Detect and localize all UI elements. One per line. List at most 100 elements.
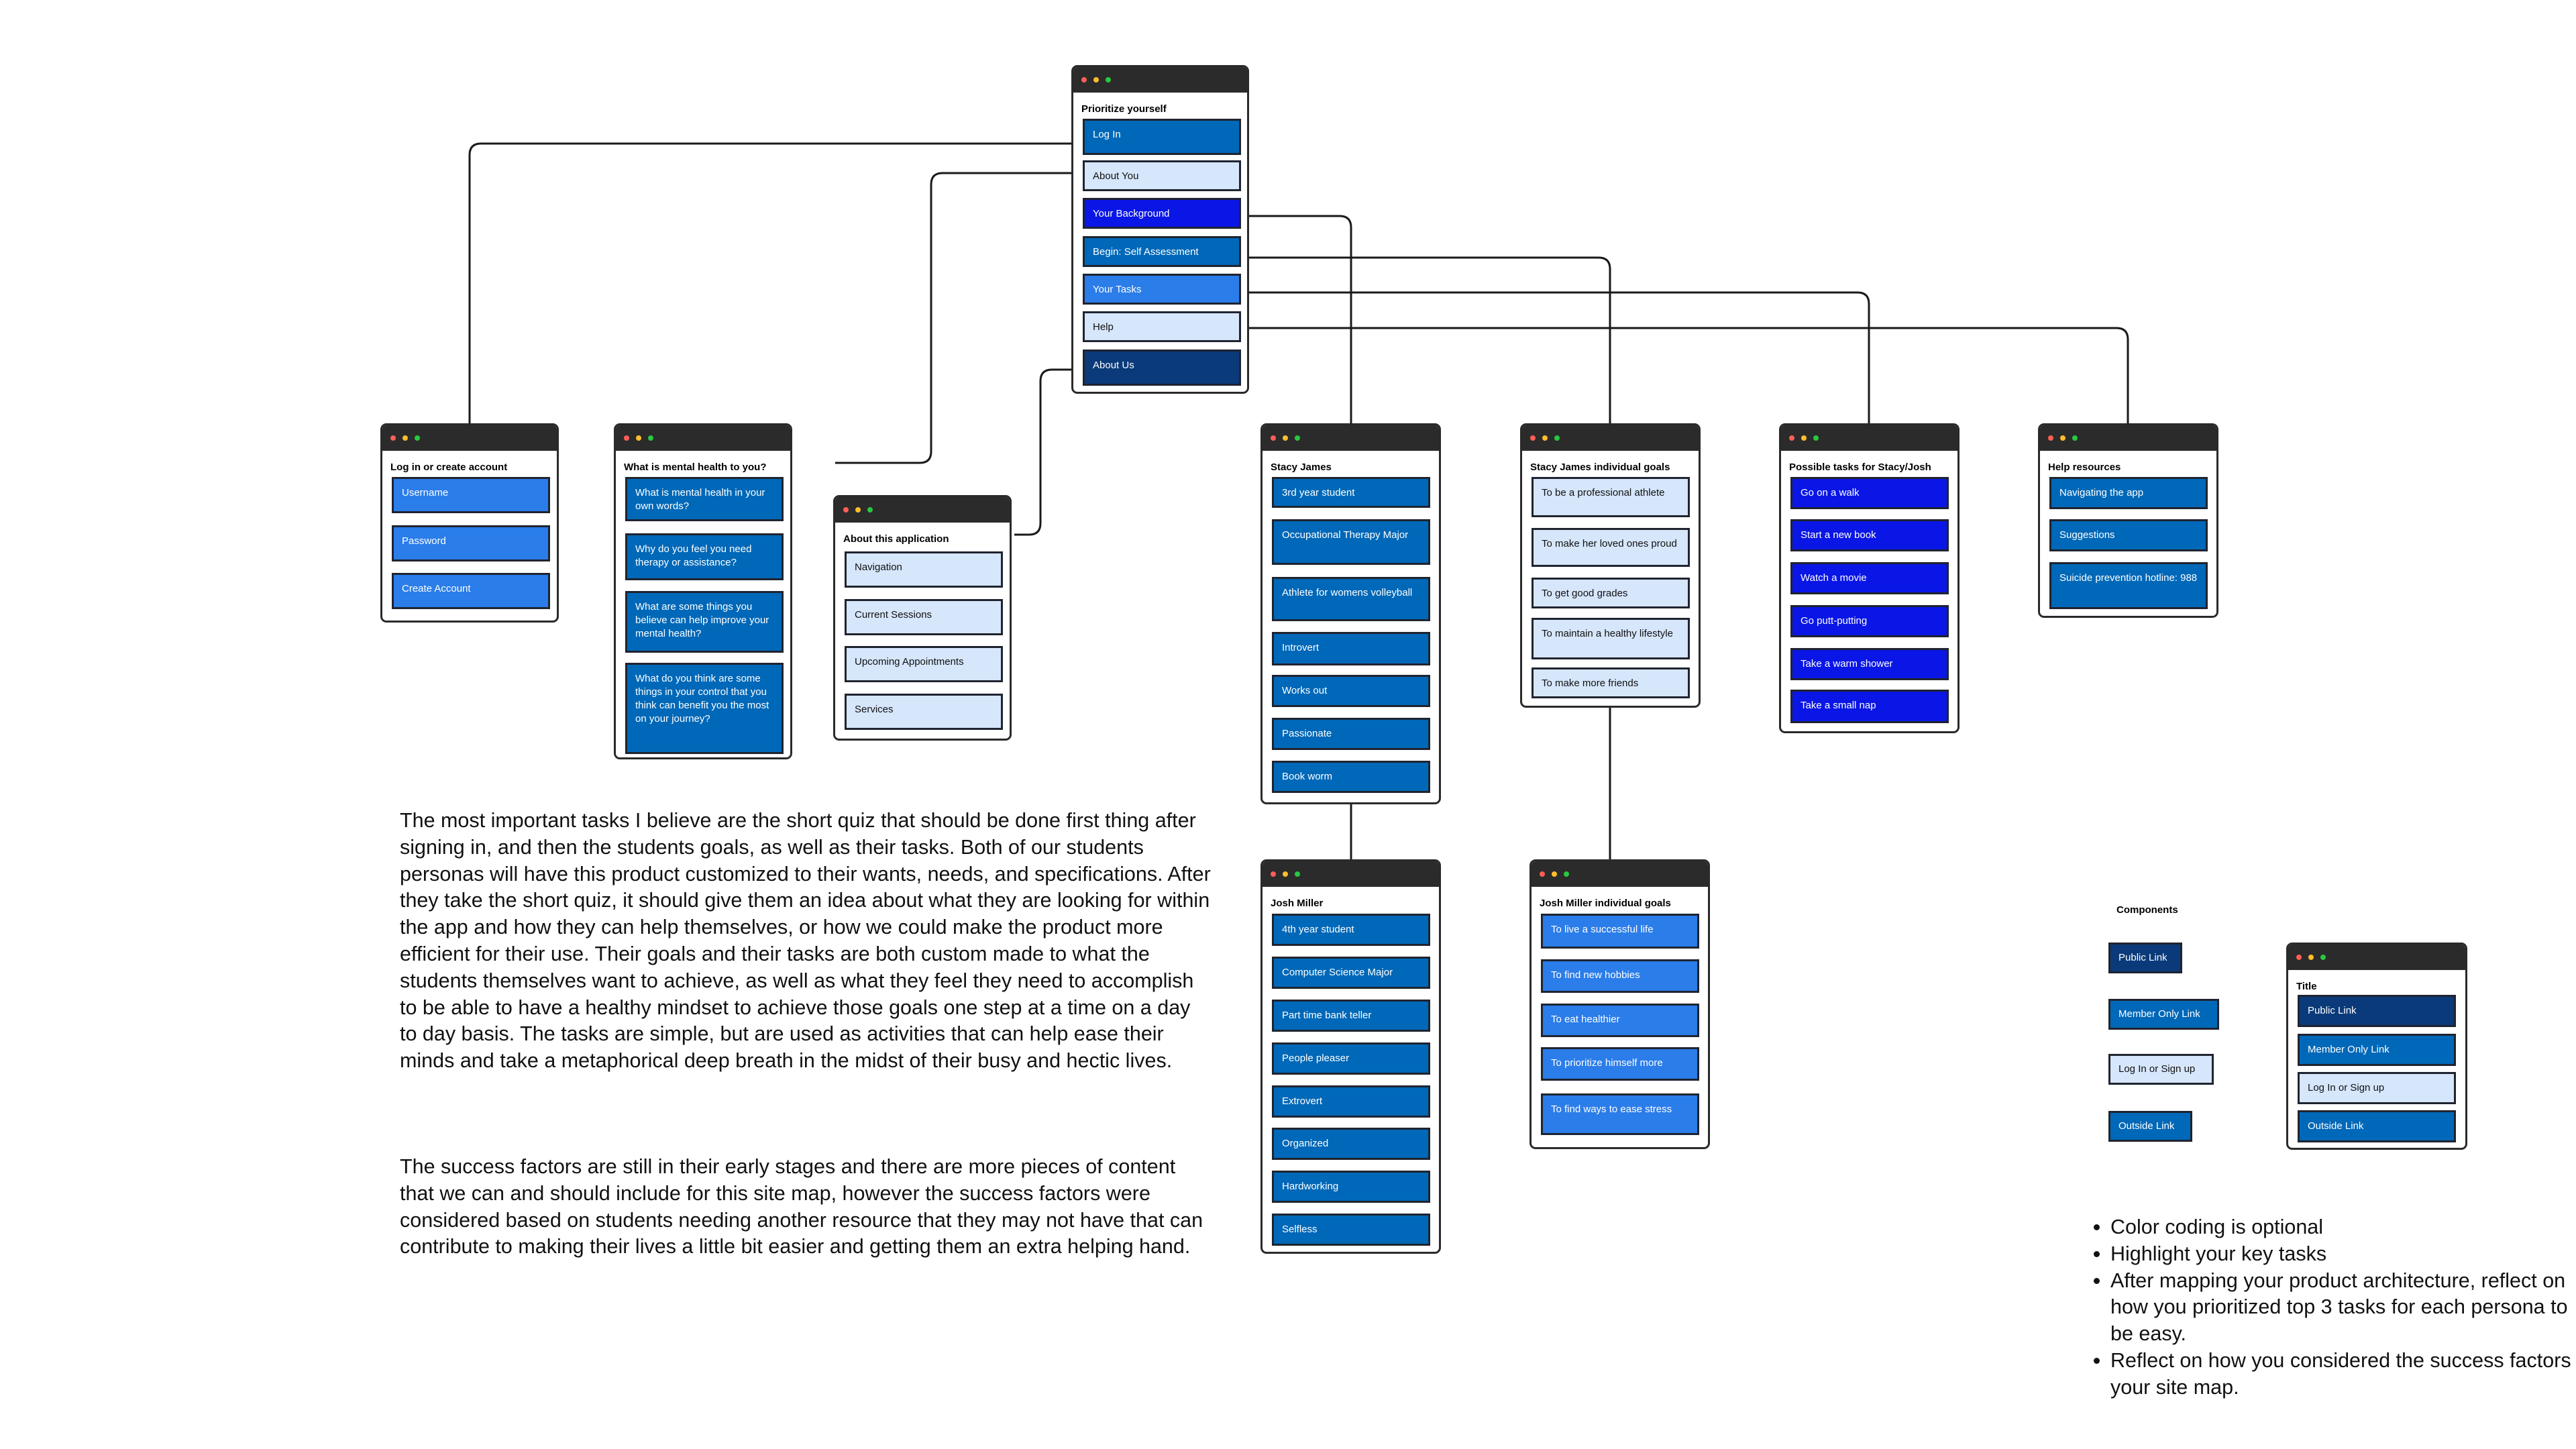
link-item[interactable]: Upcoming Appointments bbox=[845, 646, 1003, 682]
link-item[interactable]: Go putt-putting bbox=[1790, 605, 1949, 637]
component-chip[interactable]: Log In or Sign up bbox=[2108, 1054, 2214, 1085]
maximize-dot-icon bbox=[648, 435, 653, 441]
link-item[interactable]: What do you think are some things in you… bbox=[625, 663, 784, 754]
link-item[interactable]: Password bbox=[392, 525, 550, 561]
component-chip[interactable]: Member Only Link bbox=[2108, 999, 2219, 1030]
connector-self-assessment bbox=[1249, 256, 1611, 423]
components-heading: Components bbox=[2116, 904, 2178, 916]
link-item[interactable]: To maintain a healthy lifestyle bbox=[1532, 618, 1690, 659]
link-item[interactable]: Why do you feel you need therapy or assi… bbox=[625, 533, 784, 580]
link-item[interactable]: Hardworking bbox=[1272, 1171, 1430, 1203]
link-item[interactable]: To live a successful life bbox=[1541, 914, 1699, 949]
link-item[interactable]: To be a professional athlete bbox=[1532, 477, 1690, 517]
component-chip[interactable]: Public Link bbox=[2108, 943, 2182, 973]
link-item[interactable]: 3rd year student bbox=[1272, 477, 1430, 508]
window-title: Title bbox=[2296, 981, 2317, 992]
minimize-dot-icon bbox=[1283, 435, 1288, 441]
link-item[interactable]: Log In or Sign up bbox=[2298, 1072, 2456, 1104]
connector-login bbox=[468, 142, 1071, 423]
link-item[interactable]: Start a new book bbox=[1790, 519, 1949, 551]
link-item[interactable]: Member Only Link bbox=[2298, 1034, 2456, 1066]
link-item[interactable]: Username bbox=[392, 477, 550, 513]
close-dot-icon bbox=[1789, 435, 1794, 441]
link-item[interactable]: Begin: Self Assessment bbox=[1083, 236, 1241, 267]
instruction-item: Highlight your key tasks bbox=[2110, 1241, 2576, 1268]
window-title: Stacy James bbox=[1271, 462, 1332, 473]
link-item[interactable]: To find new hobbies bbox=[1541, 959, 1699, 993]
link-item[interactable]: Suicide prevention hotline: 988 bbox=[2049, 562, 2208, 609]
link-item[interactable]: To make her loved ones proud bbox=[1532, 528, 1690, 567]
link-item[interactable]: Services bbox=[845, 694, 1003, 730]
instructions-list: Color coding is optional Highlight your … bbox=[2088, 1214, 2576, 1401]
link-item[interactable]: What are some things you believe can hel… bbox=[625, 591, 784, 653]
link-item[interactable]: Log In bbox=[1083, 119, 1241, 155]
link-item[interactable]: To get good grades bbox=[1532, 578, 1690, 608]
link-item[interactable]: Public Link bbox=[2298, 995, 2456, 1027]
link-item[interactable]: Suggestions bbox=[2049, 519, 2208, 551]
link-item[interactable]: To prioritize himself more bbox=[1541, 1047, 1699, 1081]
window-title: Prioritize yourself bbox=[1081, 103, 1167, 115]
close-dot-icon bbox=[843, 507, 849, 513]
link-item[interactable]: Selfless bbox=[1272, 1214, 1430, 1246]
link-item[interactable]: Book worm bbox=[1272, 761, 1430, 793]
link-item[interactable]: Go on a walk bbox=[1790, 477, 1949, 509]
link-item[interactable]: Watch a movie bbox=[1790, 562, 1949, 594]
close-dot-icon bbox=[1081, 77, 1087, 83]
link-item[interactable]: Introvert bbox=[1272, 632, 1430, 665]
minimize-dot-icon bbox=[2308, 955, 2314, 960]
link-item[interactable]: About Us bbox=[1083, 350, 1241, 386]
link-item[interactable]: What is mental health in your own words? bbox=[625, 477, 784, 521]
link-item[interactable]: Navigation bbox=[845, 551, 1003, 588]
close-dot-icon bbox=[2296, 955, 2302, 960]
link-item[interactable]: Computer Science Major bbox=[1272, 957, 1430, 989]
link-item[interactable]: To make more friends bbox=[1532, 667, 1690, 698]
close-dot-icon bbox=[624, 435, 629, 441]
link-item[interactable]: Your Tasks bbox=[1083, 274, 1241, 305]
link-item[interactable]: Extrovert bbox=[1272, 1085, 1430, 1118]
window-title: Help resources bbox=[2048, 462, 2121, 473]
component-chip[interactable]: Outside Link bbox=[2108, 1111, 2192, 1142]
maximize-dot-icon bbox=[1813, 435, 1819, 441]
link-item[interactable]: People pleaser bbox=[1272, 1042, 1430, 1075]
minimize-dot-icon bbox=[1801, 435, 1807, 441]
link-item[interactable]: Your Background bbox=[1083, 198, 1241, 229]
window-titlebar bbox=[2040, 425, 2216, 451]
link-item[interactable]: Passionate bbox=[1272, 718, 1430, 750]
link-item[interactable]: Create Account bbox=[392, 573, 550, 609]
link-item[interactable]: Athlete for womens volleyball bbox=[1272, 577, 1430, 621]
minimize-dot-icon bbox=[1542, 435, 1548, 441]
window-mental-health: What is mental health to you? What is men… bbox=[614, 423, 792, 759]
window-titlebar bbox=[1532, 861, 1708, 887]
window-title: What is mental health to you? bbox=[624, 462, 767, 473]
connector-about-you bbox=[835, 172, 1071, 464]
link-item[interactable]: Organized bbox=[1272, 1128, 1430, 1160]
minimize-dot-icon bbox=[1283, 871, 1288, 877]
link-item[interactable]: To eat healthier bbox=[1541, 1004, 1699, 1037]
window-titlebar bbox=[1781, 425, 1957, 451]
link-item[interactable]: About You bbox=[1083, 160, 1241, 191]
window-titlebar bbox=[835, 497, 1010, 523]
link-item[interactable]: Part time bank teller bbox=[1272, 1000, 1430, 1032]
connector-tasks bbox=[1249, 291, 1870, 423]
link-item[interactable]: Take a warm shower bbox=[1790, 648, 1949, 680]
link-item[interactable]: Help bbox=[1083, 311, 1241, 342]
window-titlebar bbox=[1263, 425, 1439, 451]
maximize-dot-icon bbox=[2320, 955, 2326, 960]
link-item[interactable]: Take a small nap bbox=[1790, 690, 1949, 723]
link-item[interactable]: Works out bbox=[1272, 675, 1430, 707]
link-item[interactable]: Current Sessions bbox=[845, 599, 1003, 635]
maximize-dot-icon bbox=[1295, 435, 1300, 441]
link-item[interactable]: Navigating the app bbox=[2049, 477, 2208, 509]
instruction-item: Color coding is optional bbox=[2110, 1214, 2576, 1241]
window-titlebar bbox=[616, 425, 790, 451]
link-item[interactable]: To find ways to ease stress bbox=[1541, 1093, 1699, 1135]
link-item[interactable]: 4th year student bbox=[1272, 914, 1430, 946]
link-item[interactable]: Occupational Therapy Major bbox=[1272, 519, 1430, 565]
link-item[interactable]: Outside Link bbox=[2298, 1110, 2456, 1142]
minimize-dot-icon bbox=[2060, 435, 2065, 441]
